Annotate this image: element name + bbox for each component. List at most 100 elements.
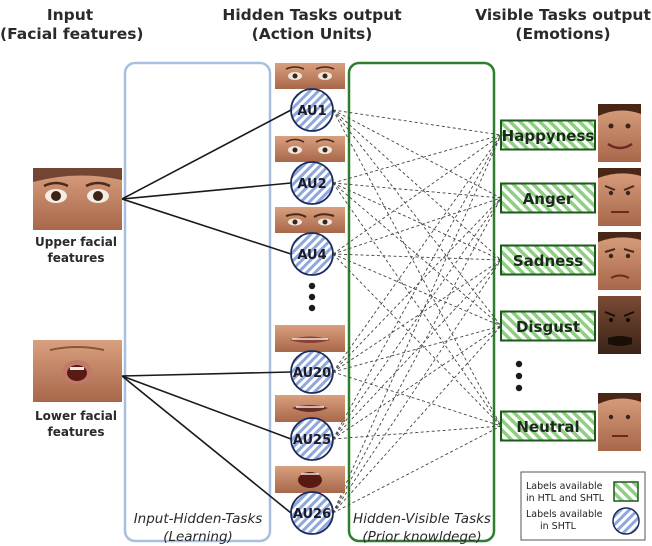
au-label: AU2 <box>297 177 326 192</box>
au-emotion-link <box>332 109 502 199</box>
disgust-face <box>598 296 641 354</box>
au-emotion-link <box>332 134 502 255</box>
input-au-link <box>121 182 292 200</box>
legend-htl-line1: Labels available <box>526 481 603 492</box>
hidden-visible-caption-line2: (Prior knowldege) <box>362 529 481 545</box>
input-hidden-connections <box>121 109 292 514</box>
au-emotion-link <box>332 325 502 373</box>
au-node-au1: AU1 <box>290 88 334 132</box>
upper-face-label-line2: features <box>48 251 105 265</box>
emotion-node-happyness: Happyness <box>500 119 596 151</box>
legend-htl-line2: in HTL and SHTL <box>526 493 605 504</box>
legend-shtl-line1: Labels available <box>526 509 603 520</box>
visible-header-title: Visible Tasks output <box>475 6 651 24</box>
input-au-link <box>121 375 292 514</box>
au-emotion-link <box>332 109 502 327</box>
hidden-visible-panel <box>347 61 496 543</box>
au-ellipsis <box>308 282 316 312</box>
emotion-node-sadness: Sadness <box>500 244 596 276</box>
emotion-label: Neutral <box>516 418 579 436</box>
au-emotion-link <box>332 259 502 373</box>
au-emotion-link <box>332 197 502 514</box>
hidden-visible-caption-line1: Hidden-Visible Tasks <box>353 511 491 527</box>
hidden-header: Hidden Tasks output (Action Units) <box>212 6 412 44</box>
happyness-face <box>598 104 641 162</box>
emotion-node-disgust: Disgust <box>500 310 596 342</box>
input-au-link <box>121 371 292 377</box>
legend-shtl-line2: in SHTL <box>540 521 577 532</box>
au-label: AU1 <box>297 104 326 119</box>
input-hidden-panel <box>123 61 272 543</box>
au-emotion-link <box>332 253 502 261</box>
upper-face-image <box>33 168 122 230</box>
au-node-au4: AU4 <box>290 232 334 276</box>
au-emotion-link <box>332 197 502 255</box>
visible-header-subtitle: (Emotions) <box>515 25 611 43</box>
au-emotion-link <box>332 134 502 514</box>
au-emotion-link <box>332 371 502 427</box>
au-emotion-link <box>332 197 502 373</box>
neutral-face <box>598 393 641 451</box>
legend-shtl-swatch <box>612 507 640 535</box>
input-header-subtitle: (Facial features) <box>0 25 144 43</box>
au-emotion-link <box>332 197 502 440</box>
au2-thumbnail <box>275 136 345 162</box>
au-emotion-link <box>332 134 502 184</box>
sadness-face <box>598 232 641 290</box>
emotion-face-images <box>598 104 641 451</box>
input-au-link <box>121 375 292 440</box>
au-node-au2: AU2 <box>290 161 334 205</box>
au-emotion-link <box>332 134 502 440</box>
lower-face-label-line1: Lower facial <box>35 409 117 423</box>
au4-thumbnail <box>275 207 345 233</box>
au-emotion-link <box>332 325 502 514</box>
emotion-label: Disgust <box>516 318 580 336</box>
emotion-node-neutral: Neutral <box>500 410 596 442</box>
au-emotion-link <box>332 259 502 514</box>
au-emotion-link <box>332 182 502 327</box>
au-node-au25: AU25 <box>290 417 334 461</box>
au-emotion-link <box>332 253 502 327</box>
emotion-label: Happyness <box>502 127 595 145</box>
au-emotion-link <box>332 425 502 440</box>
emotion-label: Anger <box>523 190 574 208</box>
au-emotion-link <box>332 109 502 136</box>
hidden-header-title: Hidden Tasks output <box>222 6 402 24</box>
au26-thumbnail <box>275 466 345 493</box>
au-emotion-link <box>332 425 502 514</box>
legend: Labels available in HTL and SHTL Labels … <box>520 471 646 541</box>
au-emotion-link <box>332 109 502 261</box>
input-header: Input (Facial features) <box>0 6 144 44</box>
visible-header: Visible Tasks output (Emotions) <box>474 6 652 44</box>
input-hidden-caption-line2: (Learning) <box>163 529 233 545</box>
au-label: AU26 <box>293 507 331 522</box>
au-emotion-link <box>332 253 502 427</box>
au-thumbnails <box>275 63 345 493</box>
au-node-au20: AU20 <box>290 350 334 394</box>
lower-face-image <box>33 340 122 402</box>
au-node-au26: AU26 <box>290 491 334 535</box>
au-emotion-link <box>332 109 502 427</box>
au-emotion-link <box>332 182 502 261</box>
emotion-ellipsis <box>515 360 523 392</box>
au-emotion-link <box>332 134 502 373</box>
au20-thumbnail <box>275 325 345 352</box>
upper-face-label-line1: Upper facial <box>35 235 117 249</box>
au-emotion-link <box>332 325 502 440</box>
au-label: AU4 <box>297 248 326 263</box>
au1-thumbnail <box>275 63 345 89</box>
emotion-label: Sadness <box>513 252 583 270</box>
input-header-title: Input <box>46 6 94 24</box>
input-au-link <box>121 198 292 255</box>
au-emotion-link <box>332 182 502 199</box>
lower-face-label-line2: features <box>48 425 105 439</box>
au-emotion-link <box>332 259 502 440</box>
legend-htl-swatch <box>613 481 639 502</box>
input-hidden-caption-line1: Input-Hidden-Tasks <box>134 511 263 527</box>
hidden-visible-connections <box>332 109 502 514</box>
input-au-link <box>121 109 292 200</box>
anger-face <box>598 168 641 226</box>
emotion-node-anger: Anger <box>500 182 596 214</box>
au-label: AU20 <box>293 366 331 381</box>
